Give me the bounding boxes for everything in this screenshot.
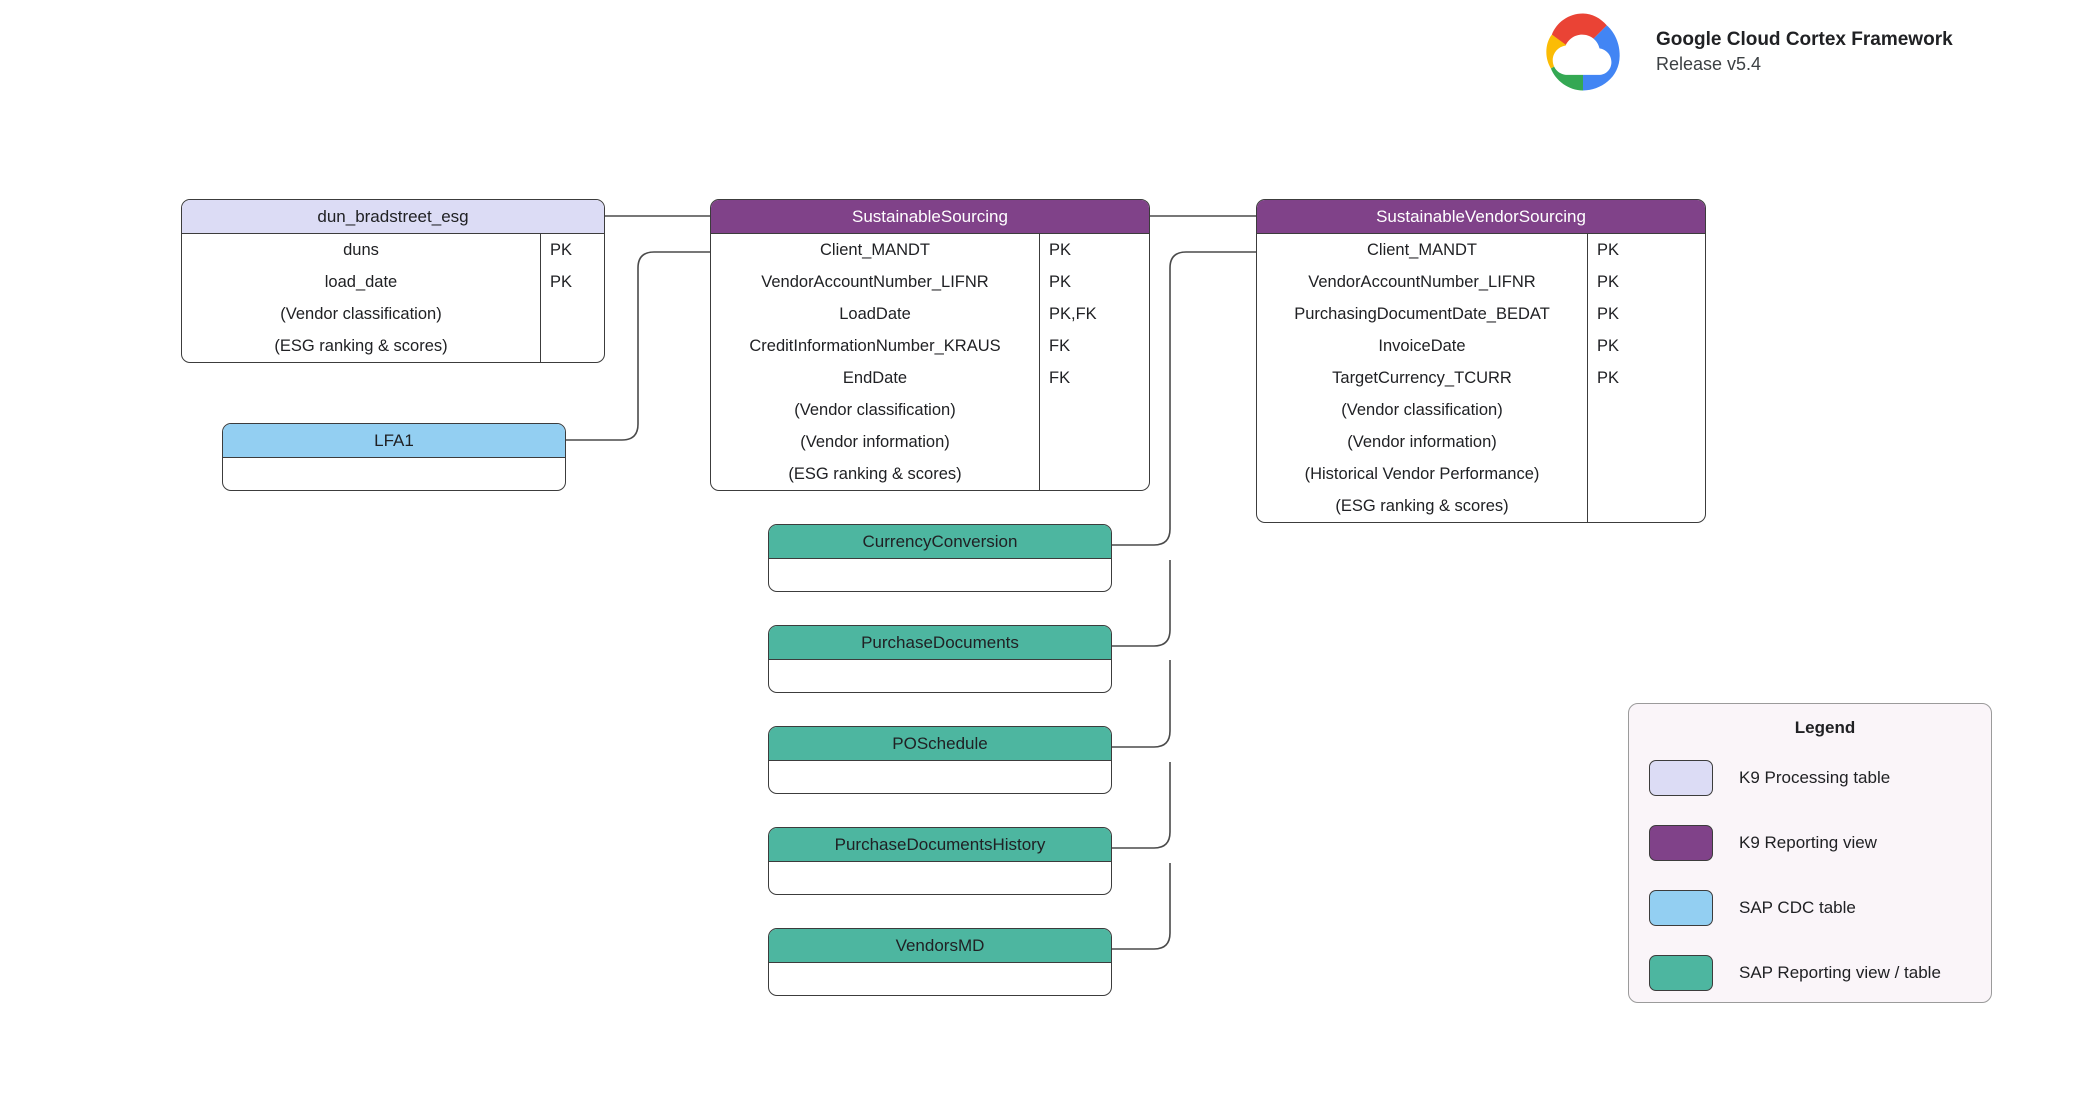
field-name: (ESG ranking & scores) xyxy=(788,465,962,483)
field-name-column: Client_MANDT VendorAccountNumber_LIFNR P… xyxy=(1257,234,1587,522)
field-name: load_date xyxy=(324,273,398,291)
field-key: PK xyxy=(1597,273,1620,291)
connector-purchasedocuments-to-bus xyxy=(1112,560,1171,647)
legend-swatch-k9-reporting-view xyxy=(1649,825,1713,861)
field-key-column: PK PK xyxy=(540,234,604,362)
field-name: duns xyxy=(343,241,379,259)
field-name: (Vendor information) xyxy=(800,433,950,451)
field-name: VendorAccountNumber_LIFNR xyxy=(761,273,989,291)
entity-empty-body xyxy=(769,963,1111,995)
field-name: PurchasingDocumentDate_BEDAT xyxy=(1294,305,1550,323)
legend-swatch-sap-cdc-table xyxy=(1649,890,1713,926)
legend-label: SAP Reporting view / table xyxy=(1739,963,1941,982)
entity-title-purchase-documents: PurchaseDocuments xyxy=(769,626,1111,660)
entity-empty-body xyxy=(769,761,1111,793)
legend-swatch-k9-processing-table xyxy=(1649,760,1713,796)
entity-po-schedule[interactable]: POSchedule xyxy=(768,726,1112,794)
field-key xyxy=(541,298,604,330)
legend-title: Legend xyxy=(1794,718,1856,737)
entity-title-sustainable-sourcing: SustainableSourcing xyxy=(711,200,1149,234)
field-name-column: Client_MANDT VendorAccountNumber_LIFNR L… xyxy=(711,234,1039,490)
legend-label: K9 Reporting view xyxy=(1739,833,1877,852)
field-key xyxy=(1588,490,1705,522)
field-key: PK xyxy=(1597,241,1620,259)
brand-text-block: Google Cloud Cortex Framework Release v5… xyxy=(1656,28,1953,75)
entity-title-purchase-documents-history: PurchaseDocumentsHistory xyxy=(769,828,1111,862)
field-name: VendorAccountNumber_LIFNR xyxy=(1308,273,1536,291)
field-key xyxy=(541,330,604,362)
field-name: (Historical Vendor Performance) xyxy=(1304,465,1540,483)
field-name: Client_MANDT xyxy=(1366,241,1478,259)
field-name: Client_MANDT xyxy=(819,241,931,259)
field-key: PK xyxy=(1049,273,1072,291)
legend-item-sap-cdc-table: SAP CDC table xyxy=(1629,883,1991,933)
legend-swatch-sap-reporting-view xyxy=(1649,955,1713,991)
field-name: (Vendor classification) xyxy=(280,305,442,323)
legend-item-k9-processing-table: K9 Processing table xyxy=(1629,753,1991,803)
brand-header: Google Cloud Cortex Framework Release v5… xyxy=(1528,6,1953,98)
field-key: PK xyxy=(1597,369,1620,387)
field-key xyxy=(1040,426,1149,458)
field-name: TargetCurrency_TCURR xyxy=(1332,369,1512,387)
field-key: FK xyxy=(1049,369,1071,387)
field-key: PK xyxy=(1597,305,1620,323)
entity-title-dun-bradstreet-esg: dun_bradstreet_esg xyxy=(182,200,604,234)
field-name: EndDate xyxy=(842,369,908,387)
entity-purchase-documents-history[interactable]: PurchaseDocumentsHistory xyxy=(768,827,1112,895)
connector-vendorsmd-to-bus xyxy=(1112,863,1171,950)
entity-purchase-documents[interactable]: PurchaseDocuments xyxy=(768,625,1112,693)
field-key: PK xyxy=(1597,337,1620,355)
entity-title-currency-conversion: CurrencyConversion xyxy=(769,525,1111,559)
field-name: CreditInformationNumber_KRAUS xyxy=(749,337,1001,355)
field-key: FK xyxy=(1049,337,1071,355)
entity-body: duns load_date (Vendor classification) (… xyxy=(182,234,604,362)
field-key-column: PK PK PK,FK FK FK xyxy=(1039,234,1149,490)
entity-empty-body xyxy=(769,660,1111,692)
entity-currency-conversion[interactable]: CurrencyConversion xyxy=(768,524,1112,592)
entity-title-lfa1: LFA1 xyxy=(223,424,565,458)
entity-body: Client_MANDT VendorAccountNumber_LIFNR L… xyxy=(711,234,1149,490)
field-key: PK xyxy=(1049,241,1072,259)
field-key: PK xyxy=(550,241,573,259)
field-name-column: duns load_date (Vendor classification) (… xyxy=(182,234,540,362)
field-key xyxy=(1588,394,1705,426)
field-key xyxy=(1588,426,1705,458)
field-name: (Vendor classification) xyxy=(1341,401,1503,419)
legend-item-k9-reporting-view: K9 Reporting view xyxy=(1629,818,1991,868)
legend-label: SAP CDC table xyxy=(1739,898,1856,917)
entity-title-sustainable-vendor-sourcing: SustainableVendorSourcing xyxy=(1257,200,1705,234)
legend-label: K9 Processing table xyxy=(1739,768,1891,787)
connector-poschedule-to-bus xyxy=(1112,660,1171,748)
entity-title-vendors-md: VendorsMD xyxy=(769,929,1111,963)
field-key xyxy=(1040,458,1149,490)
field-key xyxy=(1040,394,1149,426)
field-name: (Vendor classification) xyxy=(794,401,956,419)
entity-vendors-md[interactable]: VendorsMD xyxy=(768,928,1112,996)
field-name: (ESG ranking & scores) xyxy=(274,337,448,355)
entity-sustainable-vendor-sourcing[interactable]: SustainableVendorSourcing Client_MANDT V… xyxy=(1256,199,1706,523)
google-cloud-logo-icon xyxy=(1546,13,1620,91)
entity-body: Client_MANDT VendorAccountNumber_LIFNR P… xyxy=(1257,234,1705,522)
entity-empty-body xyxy=(769,559,1111,591)
entity-sustainable-sourcing[interactable]: SustainableSourcing Client_MANDT VendorA… xyxy=(710,199,1150,491)
field-name: InvoiceDate xyxy=(1378,337,1466,355)
entity-lfa1[interactable]: LFA1 xyxy=(222,423,566,491)
brand-title: Google Cloud Cortex Framework xyxy=(1656,29,1953,51)
entity-empty-body xyxy=(223,458,565,490)
brand-release: Release v5.4 xyxy=(1656,53,1762,74)
entity-empty-body xyxy=(769,862,1111,894)
field-name: LoadDate xyxy=(839,305,911,323)
field-key: PK,FK xyxy=(1049,305,1097,323)
field-key-column: PK PK PK PK PK xyxy=(1587,234,1705,522)
legend-panel: Legend K9 Processing table K9 Reporting … xyxy=(1628,703,1992,1003)
legend-item-sap-reporting-view: SAP Reporting view / table xyxy=(1629,948,1991,998)
entity-title-po-schedule: POSchedule xyxy=(769,727,1111,761)
field-key: PK xyxy=(550,273,573,291)
field-name: (Vendor information) xyxy=(1347,433,1497,451)
field-key xyxy=(1588,458,1705,490)
field-name: (ESG ranking & scores) xyxy=(1335,497,1509,515)
entity-dun-bradstreet-esg[interactable]: dun_bradstreet_esg duns load_date (Vendo… xyxy=(181,199,605,363)
connector-purchasedocumentshistory-to-bus xyxy=(1112,762,1171,849)
